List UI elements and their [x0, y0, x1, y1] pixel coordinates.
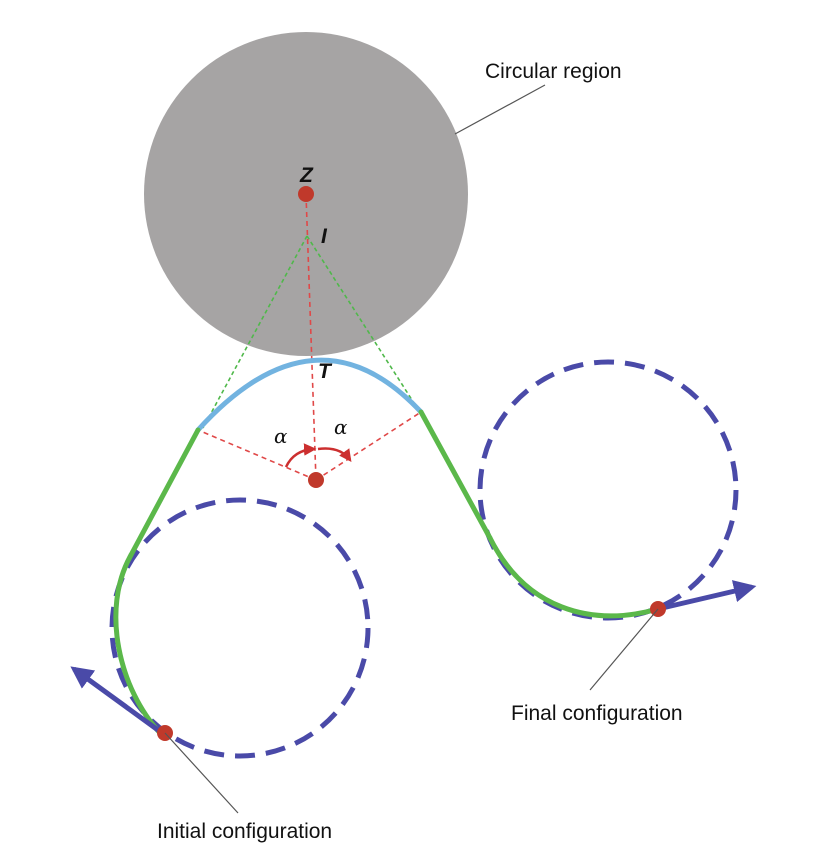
- arc-center-point: [308, 472, 324, 488]
- point-t-label: T: [318, 360, 333, 383]
- initial-configuration-leader: [164, 732, 239, 814]
- final-configuration-leader: [589, 608, 659, 691]
- initial-heading-arrow: [70, 666, 164, 736]
- circular-region-label: Circular region: [485, 60, 622, 83]
- point-z-label: Z: [299, 164, 314, 187]
- angle-left-label: α: [274, 424, 288, 448]
- initial-configuration-label: Initial configuration: [157, 820, 332, 843]
- tangent-construction-left: [202, 235, 308, 429]
- circular-arc-segment: [195, 357, 424, 433]
- path-initial-arc: [113, 552, 163, 736]
- point-i-label: I: [321, 225, 328, 248]
- radius-right: [315, 411, 422, 481]
- radius-left: [197, 429, 317, 481]
- path-final-arc: [487, 535, 661, 619]
- final-configuration-label: Final configuration: [511, 702, 683, 725]
- circular-region-leader: [454, 84, 546, 135]
- point-z: [298, 186, 314, 202]
- center-line: [305, 193, 317, 481]
- path-straight-left: [128, 427, 201, 558]
- angle-arc-right: [317, 447, 352, 463]
- angle-right-label: α: [334, 415, 348, 439]
- tangent-construction-right: [306, 235, 422, 415]
- path-straight-right: [418, 409, 493, 541]
- angle-arc-left: [284, 443, 317, 468]
- initial-turning-circle: [109, 497, 371, 759]
- final-heading-arrow: [657, 580, 757, 612]
